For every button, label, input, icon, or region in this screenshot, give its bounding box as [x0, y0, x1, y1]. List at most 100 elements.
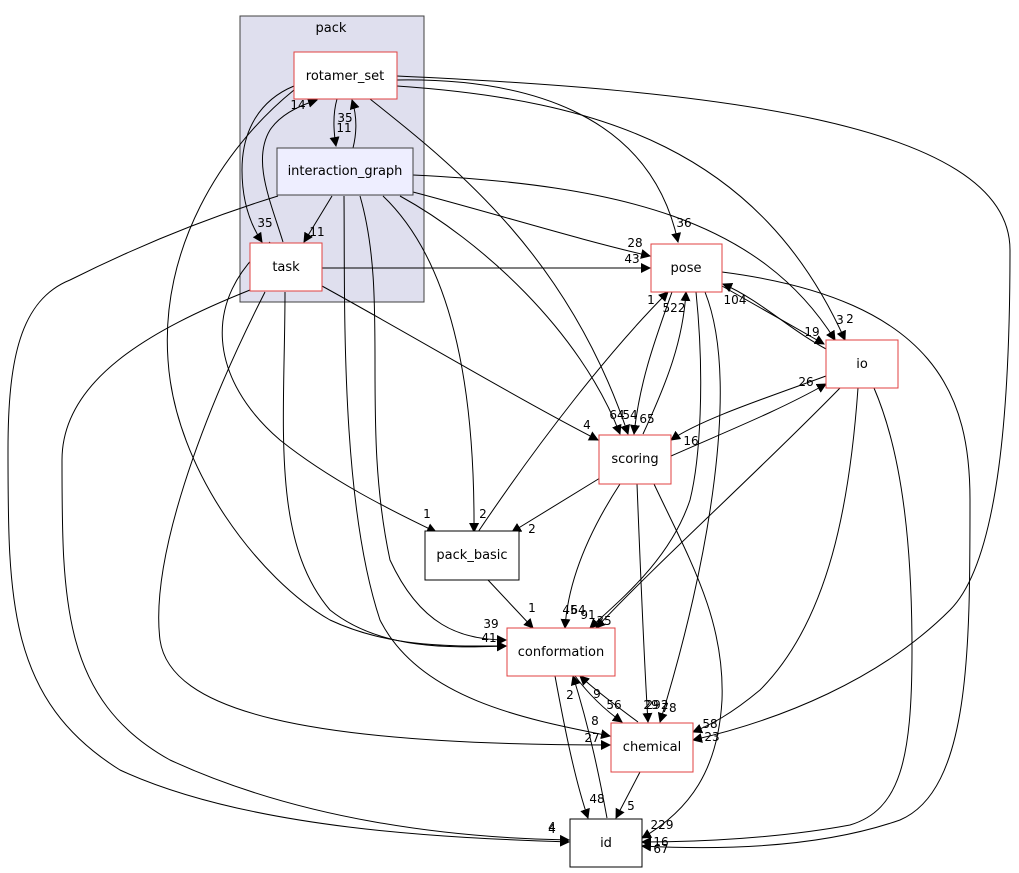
- edge-interaction_graph-rotamer_set[interactable]: [349, 99, 360, 149]
- edge-label[interactable]: 4: [548, 820, 556, 834]
- edge-label[interactable]: 64: [609, 408, 624, 422]
- edge-label[interactable]: 19: [804, 325, 819, 339]
- node-id[interactable]: id: [569, 818, 643, 868]
- edge-chemical-id[interactable]: [615, 771, 641, 819]
- edge-label[interactable]: 4: [583, 418, 591, 432]
- edge-label[interactable]: 39: [483, 617, 498, 631]
- node-pose[interactable]: pose: [650, 243, 723, 293]
- edge-label[interactable]: 229: [651, 818, 674, 832]
- edge-label[interactable]: 4: [548, 822, 556, 836]
- edge-rotamer_set-interaction_graph[interactable]: [329, 98, 340, 147]
- edge-pose-scoring[interactable]: [630, 291, 673, 435]
- edge-label[interactable]: 58: [702, 717, 717, 731]
- edge-io-chemical[interactable]: [692, 387, 859, 734]
- edge-scoring-id[interactable]: [641, 483, 723, 839]
- edge-pose-chemical[interactable]: [657, 291, 721, 723]
- edge-label[interactable]: 2: [846, 312, 854, 326]
- edge-label[interactable]: 522: [663, 301, 686, 315]
- edge-io-conformation[interactable]: [595, 387, 841, 629]
- edge-pose-id[interactable]: [641, 271, 971, 852]
- edge-interaction_graph-conformation[interactable]: [359, 195, 507, 645]
- edge-label[interactable]: 23: [704, 730, 719, 744]
- edge-label[interactable]: 91: [580, 608, 595, 622]
- edge-label[interactable]: 104: [724, 293, 747, 307]
- edge-interaction_graph-task[interactable]: [303, 195, 333, 243]
- edge-task-id[interactable]: [61, 289, 570, 845]
- edge-task-conformation[interactable]: [282, 291, 507, 652]
- edge-label[interactable]: 27: [584, 731, 599, 745]
- edge-label[interactable]: 54: [622, 408, 637, 422]
- edge-label[interactable]: 3: [836, 313, 844, 327]
- edge-task-chemical[interactable]: [158, 291, 611, 750]
- edge-interaction_graph-id[interactable]: [7, 195, 570, 847]
- edge-pack_basic-conformation[interactable]: [487, 579, 534, 629]
- edge-pack_basic-pose[interactable]: [477, 291, 669, 533]
- node-task[interactable]: task: [249, 242, 323, 292]
- edge-label[interactable]: 2: [528, 522, 536, 536]
- node-scoring[interactable]: scoring: [598, 434, 672, 485]
- edge-io-id[interactable]: [641, 387, 913, 847]
- edge-rotamer_set-io[interactable]: [396, 85, 846, 341]
- edge-label[interactable]: 1: [528, 601, 536, 615]
- edge-id-conformation[interactable]: [570, 675, 608, 819]
- edge-label[interactable]: 5: [627, 799, 635, 813]
- edge-label[interactable]: 64: [570, 603, 585, 617]
- edge-label[interactable]: 56: [606, 698, 621, 712]
- edge-label[interactable]: 11: [336, 121, 351, 135]
- edge-label[interactable]: 67: [653, 842, 668, 856]
- edge-label[interactable]: 14: [290, 98, 305, 112]
- edge-label[interactable]: 36: [676, 216, 691, 230]
- edge-interaction_graph-chemical[interactable]: [343, 195, 611, 740]
- edge-label[interactable]: 78: [661, 701, 676, 715]
- edge-label[interactable]: 9: [593, 687, 601, 701]
- node-interaction_graph[interactable]: interaction_graph: [276, 147, 414, 196]
- edge-scoring-io[interactable]: [670, 383, 827, 457]
- edge-label[interactable]: 45: [562, 603, 577, 617]
- edge-label[interactable]: 48: [589, 792, 604, 806]
- edge-interaction_graph-io[interactable]: [412, 174, 836, 341]
- edge-label[interactable]: 292: [646, 698, 669, 712]
- edge-label[interactable]: 43: [624, 252, 639, 266]
- edge-task-pack_basic[interactable]: [221, 241, 437, 533]
- edge-scoring-chemical[interactable]: [636, 483, 653, 723]
- edge-pose-io[interactable]: [721, 285, 825, 345]
- edge-chemical-conformation[interactable]: [579, 675, 639, 723]
- edge-label[interactable]: 35: [257, 216, 272, 230]
- edge-label[interactable]: 35: [596, 614, 611, 628]
- edge-pose-conformation[interactable]: [589, 291, 702, 629]
- edge-scoring-pose[interactable]: [642, 291, 691, 435]
- edge-label[interactable]: 29: [643, 698, 658, 712]
- edge-interaction_graph-scoring[interactable]: [399, 195, 622, 435]
- edge-io-scoring[interactable]: [670, 375, 827, 441]
- edge-label[interactable]: 1: [423, 507, 431, 521]
- edge-rotamer_set-chemical[interactable]: [396, 75, 1011, 743]
- edge-label[interactable]: 35: [337, 111, 352, 125]
- edge-io-pose[interactable]: [722, 282, 829, 351]
- edge-label[interactable]: 65: [639, 412, 654, 426]
- edge-label[interactable]: 26: [798, 375, 813, 389]
- edge-label[interactable]: 16: [683, 434, 698, 448]
- edge-scoring-conformation[interactable]: [560, 483, 621, 629]
- edge-label[interactable]: 11: [309, 225, 324, 239]
- edge-label[interactable]: 16: [653, 835, 668, 849]
- edge-rotamer_set-task[interactable]: [241, 85, 295, 243]
- edge-rotamer_set-pose[interactable]: [396, 79, 682, 243]
- edge-conformation-id[interactable]: [554, 675, 590, 819]
- node-pack_basic[interactable]: pack_basic: [424, 530, 520, 581]
- edge-label[interactable]: 2: [479, 507, 487, 521]
- edge-rotamer_set-scoring[interactable]: [369, 98, 630, 435]
- edge-interaction_graph-pack_basic[interactable]: [382, 195, 480, 533]
- edge-task-rotamer_set[interactable]: [261, 97, 318, 243]
- edge-label[interactable]: 41: [481, 631, 496, 645]
- edge-label[interactable]: 1: [647, 293, 655, 307]
- node-io[interactable]: io: [825, 339, 899, 389]
- node-chemical[interactable]: chemical: [610, 722, 694, 773]
- edge-task-scoring[interactable]: [321, 285, 599, 441]
- node-conformation[interactable]: conformation: [506, 627, 616, 677]
- edge-interaction_graph-pose[interactable]: [412, 191, 651, 259]
- edge-scoring-pack_basic[interactable]: [511, 477, 601, 533]
- edge-label[interactable]: 2: [566, 688, 574, 702]
- edge-label[interactable]: 8: [591, 714, 599, 728]
- edge-label[interactable]: 28: [627, 236, 642, 250]
- node-rotamer_set[interactable]: rotamer_set: [293, 51, 398, 100]
